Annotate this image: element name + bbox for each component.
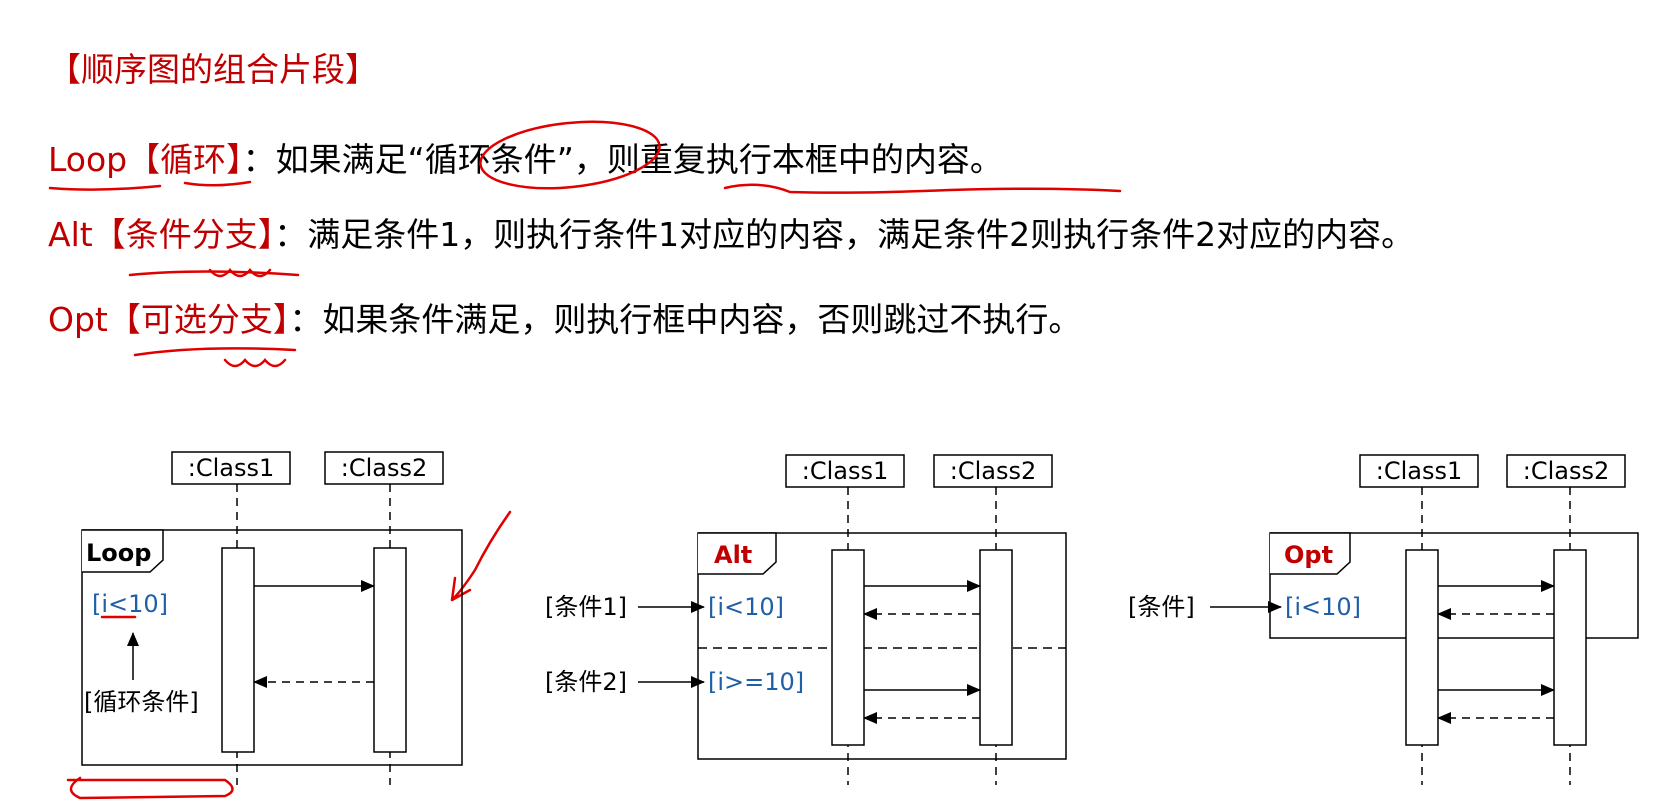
fragment-tag-box — [82, 529, 164, 573]
annotation-squiggle-opt — [223, 358, 287, 368]
class1-label: :Class1 — [188, 454, 275, 482]
opt-separator: ： — [289, 300, 323, 339]
annotation-strike-opt — [133, 347, 297, 357]
class1-box — [1359, 454, 1479, 488]
class2-label: :Class2 — [341, 454, 428, 482]
opt-diagram: :Class1 :Class2 Opt [i<10] [条件] — [1128, 454, 1639, 785]
note-label: [循环条件] — [84, 688, 199, 716]
activation-2 — [1553, 549, 1587, 746]
alt-separator: ： — [274, 215, 308, 254]
annotation-underline-alt — [128, 270, 300, 277]
alt-cn-name: 【条件分支】 — [92, 215, 275, 254]
loop-keyword: Loop — [48, 140, 128, 179]
fragment-tag: Loop — [86, 539, 151, 567]
loop-definition: Loop【循环】：如果满足“循环条件”，则重复执行本框中的内容。 — [48, 140, 1003, 180]
fragment-frame — [1269, 532, 1639, 639]
guard-condition-1: [i<10] — [708, 593, 784, 621]
guard-condition-2: [i>=10] — [708, 668, 804, 696]
class2-box — [324, 451, 444, 485]
activation-1 — [1405, 549, 1439, 746]
activation-1 — [221, 547, 255, 753]
fragment-tag: Opt — [1284, 541, 1333, 569]
class1-label: :Class1 — [802, 457, 889, 485]
alt-diagram: :Class1 :Class2 Alt [i<10] [i>=10] [条件1]… — [545, 454, 1067, 785]
handwritten-annotations — [48, 120, 1122, 800]
activation-2 — [979, 549, 1013, 746]
fragment-tag-box — [698, 532, 777, 575]
loop-text-after: ，则重复执行本框中的内容。 — [573, 140, 1003, 179]
alt-definition: Alt【条件分支】：满足条件1，则执行条件1对应的内容，满足条件2则执行条件2对… — [48, 215, 1414, 255]
condition-label: [条件] — [1128, 593, 1195, 621]
loop-diagram: :Class1 :Class2 Loop [i<10] [循环条件] — [81, 451, 463, 785]
fragment-tag-box — [1270, 532, 1351, 575]
class1-box — [171, 451, 291, 485]
guard-condition: [i<10] — [1285, 593, 1361, 621]
activation-1 — [831, 549, 865, 746]
class2-box — [933, 454, 1053, 488]
loop-separator: ： — [242, 140, 276, 179]
annotation-underline-loop — [48, 184, 162, 191]
condition-label-2: [条件2] — [545, 668, 627, 696]
annotation-squiggle-alt — [208, 268, 272, 278]
fragment-frame — [81, 529, 463, 766]
annotation-underline-text — [723, 183, 1122, 194]
annotation-bracket-bottom — [66, 776, 234, 800]
opt-keyword: Opt — [48, 300, 108, 339]
opt-definition: Opt【可选分支】：如果条件满足，则执行框中内容，否则跳过不执行。 — [48, 300, 1081, 340]
loop-text-before: 如果满足 — [275, 140, 408, 179]
opt-cn-name: 【可选分支】 — [107, 300, 290, 339]
fragment-tag: Alt — [714, 541, 752, 569]
class1-box — [785, 454, 905, 488]
annotation-underline-loop-cn — [183, 180, 252, 187]
alt-text: 满足条件1，则执行条件1对应的内容，满足条件2则执行条件2对应的内容。 — [307, 215, 1415, 254]
class1-label: :Class1 — [1376, 457, 1463, 485]
annotation-check-mark — [450, 510, 512, 602]
guard-condition: [i<10] — [92, 590, 168, 618]
condition-label-1: [条件1] — [545, 593, 627, 621]
annotation-circle — [479, 120, 661, 190]
class2-label: :Class2 — [950, 457, 1037, 485]
loop-cn-name: 【循环】 — [127, 140, 243, 179]
activation-2 — [373, 547, 407, 753]
opt-text: 如果条件满足，则执行框中内容，否则跳过不执行。 — [322, 300, 1082, 339]
class2-box — [1506, 454, 1626, 488]
page-title: 【顺序图的组合片段】 — [48, 50, 378, 89]
class2-label: :Class2 — [1523, 457, 1610, 485]
fragment-frame — [697, 532, 1067, 760]
alt-keyword: Alt — [48, 215, 93, 254]
